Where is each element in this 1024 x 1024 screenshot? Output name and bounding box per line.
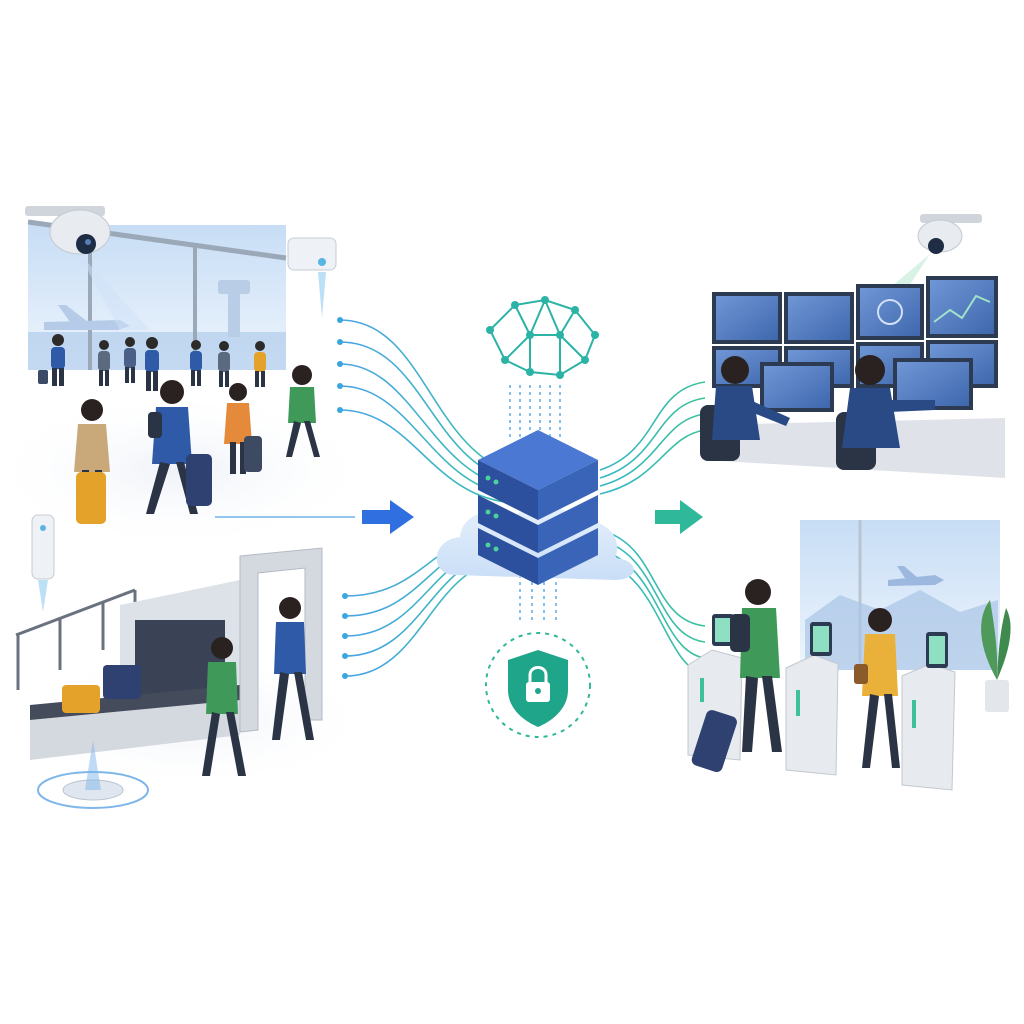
shield-lock-icon	[485, 632, 591, 738]
airplane-silhouette	[888, 566, 944, 586]
background-travelers	[38, 334, 266, 391]
traveler-yellow-top	[854, 608, 900, 768]
airplane-silhouette	[44, 305, 130, 330]
traveler-orange-jacket	[224, 383, 262, 474]
security-screening-scene	[0, 547, 380, 809]
arrow-right-icon	[655, 500, 703, 534]
data-flow-lines-right	[599, 381, 706, 675]
terminal-concourse-scene	[0, 206, 380, 612]
video-wall	[712, 276, 998, 388]
e-gate-right	[901, 632, 956, 791]
server-stack-icon	[478, 430, 598, 585]
traveler-blue-jacket	[146, 380, 212, 514]
security-operator-right	[836, 355, 935, 470]
monitoring-center-scene	[700, 214, 1005, 478]
traveler-green-sweater	[286, 365, 320, 457]
neural-network-icon	[486, 296, 599, 379]
data-flow-dots-left	[337, 317, 348, 679]
traveler-beige-coat	[74, 399, 110, 524]
pedestal-sensor	[31, 514, 55, 612]
traveler-blue-shirt	[272, 597, 314, 740]
metal-detector-gate	[239, 547, 323, 733]
ceiling-camera-left	[25, 206, 150, 330]
wall-sensor	[287, 237, 337, 318]
data-stream-vertical	[509, 385, 561, 620]
traveler-with-backpack	[691, 579, 782, 773]
potted-plant	[981, 600, 1011, 712]
boarding-gates-scene	[687, 520, 1011, 791]
terminal-window	[27, 219, 287, 370]
security-operator-left	[700, 356, 790, 461]
floor-scanner-pad	[37, 740, 149, 809]
arrow-right-icon	[362, 500, 414, 534]
control-tower	[218, 280, 250, 337]
gate-window	[800, 520, 1000, 670]
e-gate-middle	[785, 622, 839, 776]
traveler-green-top	[202, 637, 246, 776]
